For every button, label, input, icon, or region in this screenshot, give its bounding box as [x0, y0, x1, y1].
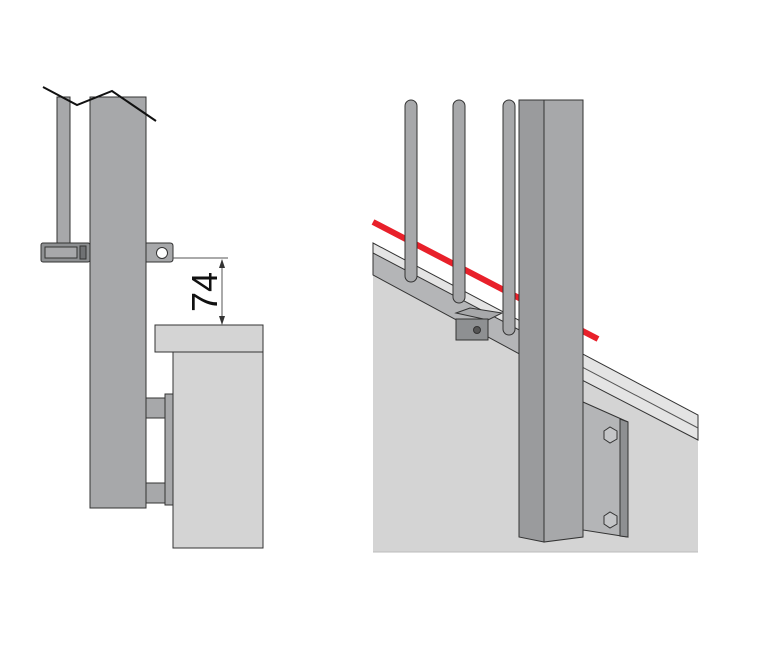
baluster: [452, 99, 466, 304]
dimension-label: 74: [184, 272, 225, 312]
post-side: [518, 99, 545, 543]
wall: [172, 351, 264, 549]
perspective-view: [371, 99, 699, 553]
mounting-tab: [145, 242, 174, 263]
bolt-icon: [603, 511, 618, 529]
baluster: [502, 99, 516, 336]
side-elevation-view: 74: [40, 86, 264, 549]
break-line: [42, 86, 157, 122]
clamp: [40, 242, 91, 263]
post-front: [543, 99, 584, 543]
tab-hole-icon: [156, 247, 168, 259]
bolt-icon: [603, 426, 618, 444]
standoff-bottom: [145, 482, 166, 504]
standoff-top: [145, 397, 166, 419]
baluster: [404, 99, 418, 283]
coping: [154, 324, 264, 353]
post: [89, 96, 147, 509]
dimension-74: [173, 257, 228, 325]
baluster: [56, 96, 71, 245]
wall-plate: [164, 393, 174, 506]
